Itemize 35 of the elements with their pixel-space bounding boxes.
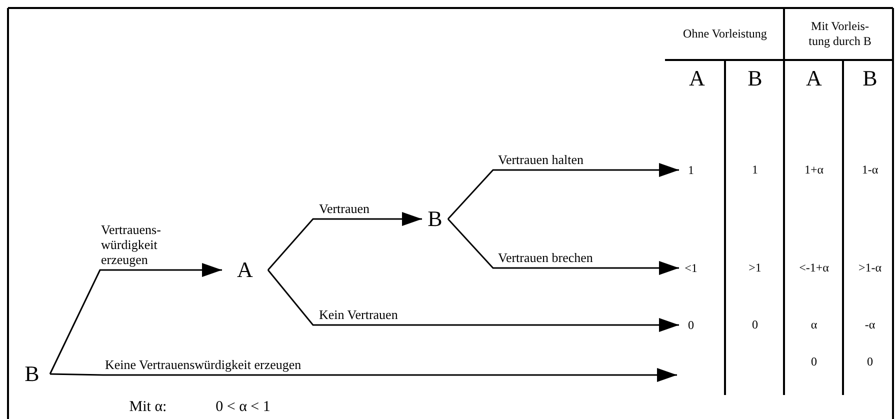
payoff-value: -α bbox=[864, 318, 876, 332]
edge-label: Vertrauen halten bbox=[498, 152, 584, 167]
branch-arrow bbox=[447, 218, 679, 275]
payoff-value: 0 bbox=[867, 354, 873, 370]
column-group-header: Ohne Vorleistung bbox=[682, 26, 768, 42]
payoff-value: 1 bbox=[679, 161, 703, 179]
column-header: A bbox=[806, 66, 822, 90]
branch-arrow bbox=[267, 212, 422, 270]
branch-arrow bbox=[50, 368, 677, 382]
payoff-value: <-1+α bbox=[799, 260, 829, 276]
payoff-value: >1 bbox=[748, 260, 762, 276]
edge-label: Keine Vertrauenswürdigkeit erzeugen bbox=[105, 357, 302, 372]
payoff-value: 0 bbox=[679, 316, 703, 334]
payoff-value: 1 bbox=[752, 162, 758, 178]
payoff-value: >1-α bbox=[858, 260, 882, 276]
column-header: B bbox=[862, 66, 878, 90]
edge-label: Kein Vertrauen bbox=[319, 307, 398, 322]
branch-arrow bbox=[49, 263, 222, 374]
player-label: B bbox=[14, 360, 50, 388]
payoff-value: <1 bbox=[679, 259, 703, 277]
branch-arrow bbox=[267, 270, 679, 332]
player-label: B bbox=[422, 205, 448, 233]
payoff-value: 1-α bbox=[862, 162, 878, 178]
column-group-header: Mit Vorleis- tung durch B bbox=[808, 19, 872, 49]
condition-note: Mit α: bbox=[129, 398, 167, 416]
column-header: A bbox=[689, 66, 705, 90]
branch-arrow bbox=[447, 163, 679, 220]
edge-label: Vertrauen brechen bbox=[498, 250, 593, 265]
column-header: B bbox=[748, 66, 762, 90]
player-label: A bbox=[222, 256, 268, 284]
payoff-value: 1+α bbox=[804, 162, 824, 178]
payoff-value: 0 bbox=[811, 354, 817, 370]
payoff-value: α bbox=[810, 318, 818, 332]
condition-note: 0 < α < 1 bbox=[216, 398, 270, 416]
payoff-value: 0 bbox=[752, 318, 758, 332]
